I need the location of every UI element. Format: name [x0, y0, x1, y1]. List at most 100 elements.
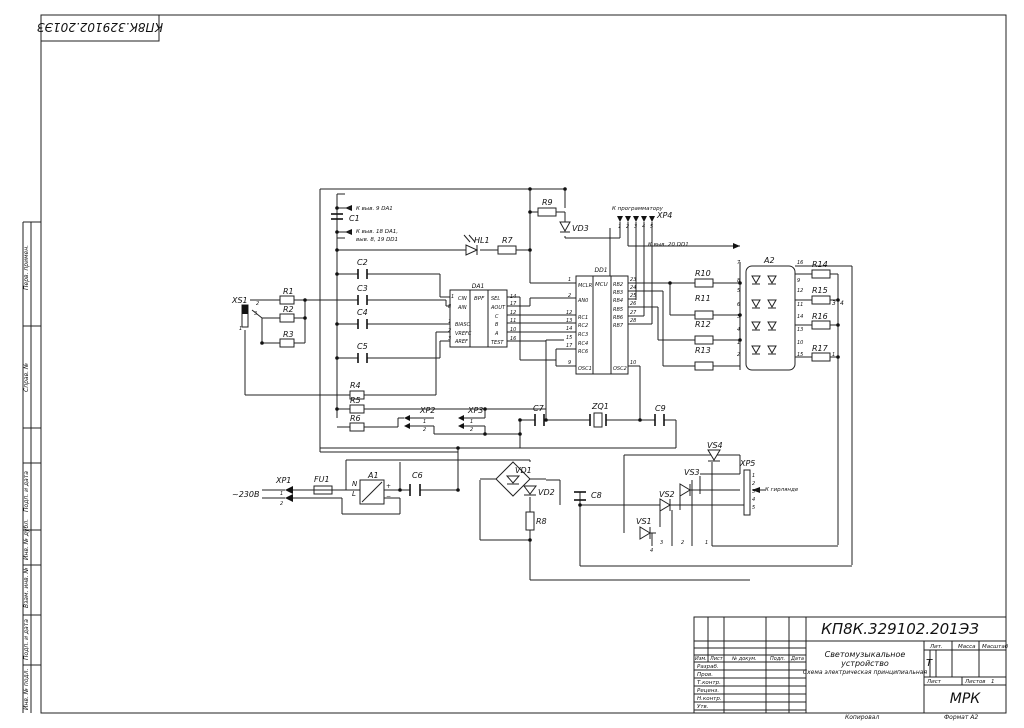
zq1-crystal: ZQ1: [589, 402, 609, 428]
svg-text:8: 8: [448, 304, 451, 310]
svg-text:10: 10: [797, 340, 803, 346]
svg-text:Подп. и дата: Подп. и дата: [23, 471, 30, 512]
svg-text:Т.контр.: Т.контр.: [697, 680, 721, 686]
svg-text:Изм.: Изм.: [695, 656, 707, 662]
svg-text:XP5: XP5: [739, 459, 755, 468]
svg-text:8: 8: [737, 278, 740, 284]
svg-text:Перв. примен.: Перв. примен.: [23, 245, 30, 290]
svg-text:R6: R6: [350, 414, 361, 423]
svg-text:10: 10: [630, 360, 636, 366]
xp3-connector: XP3 12: [458, 406, 483, 433]
svg-text:AN0: AN0: [577, 298, 588, 304]
vd1-bridge: VD1: [480, 461, 546, 497]
svg-text:R5: R5: [350, 396, 361, 405]
svg-text:L: L: [352, 490, 356, 498]
resistor-r1: [279, 295, 295, 305]
svg-text:R12: R12: [695, 320, 711, 329]
svg-text:VS3: VS3: [684, 468, 700, 477]
svg-text:R10: R10: [695, 269, 711, 278]
svg-text:R7: R7: [502, 236, 514, 245]
resistor-r8: [525, 511, 535, 531]
xp1-connector: XP1 12: [275, 476, 293, 507]
svg-text:1: 1: [448, 319, 451, 325]
svg-text:Реценз.: Реценз.: [697, 688, 719, 694]
svg-text:A2: A2: [763, 256, 775, 265]
resistor-r7: [497, 245, 517, 255]
svg-text:OSC2: OSC2: [613, 366, 627, 372]
svg-text:XP4: XP4: [656, 211, 672, 220]
fu1-fuse: FU1: [313, 475, 333, 495]
svg-text:AIN: AIN: [457, 305, 467, 311]
svg-text:FU1: FU1: [314, 475, 330, 484]
svg-text:Подп.: Подп.: [770, 656, 785, 662]
resistors: R1 R2 R3 R4 R5 R6 R7 R8 R9 R10 R11 R12 R…: [279, 198, 831, 531]
svg-text:Лист: Лист: [709, 656, 724, 662]
svg-text:+: +: [386, 483, 391, 490]
svg-text:Листов: Листов: [964, 679, 986, 685]
svg-text:КП8К.329102.201ЭЗ: КП8К.329102.201ЭЗ: [37, 20, 163, 34]
svg-text:VD2: VD2: [538, 488, 555, 497]
resistor-r10: [694, 278, 714, 288]
svg-text:Масштаб: Масштаб: [982, 644, 1009, 650]
resistor-r16: [811, 320, 831, 330]
svg-text:R2: R2: [283, 305, 294, 314]
svg-text:Лит.: Лит.: [929, 644, 943, 650]
svg-text:VD3: VD3: [572, 224, 589, 233]
svg-text:Т: Т: [926, 658, 933, 669]
svg-text:RB6: RB6: [613, 315, 623, 321]
svg-text:OSC1: OSC1: [578, 366, 592, 372]
svg-text:Разраб.: Разраб.: [697, 664, 719, 670]
footer-format: Формат A2: [944, 714, 978, 721]
svg-text:C3: C3: [357, 284, 368, 293]
resistor-r2: [279, 313, 295, 323]
svg-text:C9: C9: [655, 404, 666, 413]
power-wiring: [262, 448, 852, 581]
svg-text:№ докум.: № докум.: [731, 656, 757, 662]
svg-text:A1: A1: [367, 471, 379, 480]
svg-text:R16: R16: [812, 312, 828, 321]
svg-text:7: 7: [737, 260, 741, 266]
svg-text:28: 28: [630, 318, 636, 324]
svg-text:AOUT: AOUT: [490, 305, 506, 311]
svg-text:6: 6: [737, 302, 740, 308]
svg-text:N: N: [352, 480, 358, 488]
svg-text:C8: C8: [591, 491, 602, 500]
svg-text:3: 3: [660, 540, 663, 546]
annotations: К выв. 9 DA1 К выв. 18 DA1, выв. 8, 19 D…: [232, 205, 799, 499]
svg-text:R14: R14: [812, 260, 828, 269]
title-block: КП8К.329102.201ЭЗ Светомузыкальное устро…: [693, 616, 1009, 714]
svg-text:выв. 8, 19 DD1: выв. 8, 19 DD1: [356, 237, 398, 243]
svg-text:R4: R4: [350, 381, 361, 390]
svg-text:15: 15: [566, 335, 572, 341]
svg-text:1: 1: [618, 224, 621, 230]
svg-text:BPF: BPF: [474, 296, 485, 302]
resistor-r17: [811, 352, 831, 362]
svg-text:13: 13: [566, 318, 572, 324]
sheet-frame: [40, 14, 1007, 714]
svg-text:1: 1: [705, 540, 708, 546]
svg-text:5: 5: [752, 505, 755, 511]
svg-text:C: C: [495, 314, 499, 320]
svg-text:VD1: VD1: [515, 466, 532, 475]
svg-text:1: 1: [737, 340, 740, 346]
svg-text:К выв. 20 DD1: К выв. 20 DD1: [648, 242, 689, 248]
svg-text:RC6: RC6: [578, 349, 588, 355]
xs1-jack: XS1 2 3 1: [231, 296, 259, 332]
svg-text:R8: R8: [536, 517, 547, 526]
svg-text:BIASC: BIASC: [455, 322, 470, 328]
svg-text:RB2: RB2: [613, 282, 623, 288]
svg-text:RB3: RB3: [613, 290, 623, 296]
svg-text:Дата: Дата: [790, 656, 804, 662]
svg-text:VREFC: VREFC: [455, 331, 472, 337]
svg-text:КП8К.329102.201ЭЗ: КП8К.329102.201ЭЗ: [821, 620, 979, 638]
resistor-r11: [694, 310, 714, 320]
resistor-r5: [349, 404, 365, 414]
svg-text:26: 26: [630, 301, 636, 307]
svg-text:2: 2: [423, 427, 426, 433]
svg-text:RC4: RC4: [578, 341, 588, 347]
vd3-diode: VD3: [559, 221, 589, 233]
svg-text:15: 15: [797, 352, 803, 358]
